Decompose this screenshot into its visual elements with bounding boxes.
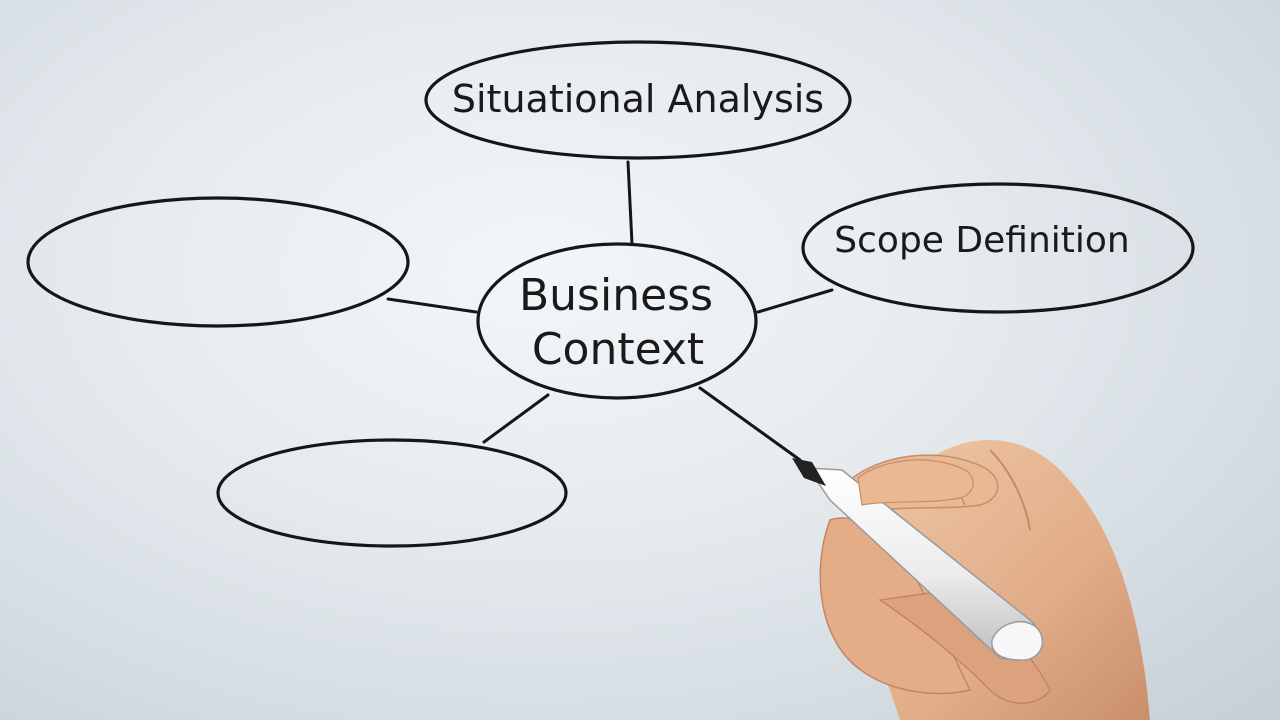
connector-situational — [626, 160, 634, 246]
connector-drawing — [698, 386, 802, 462]
bubble-empty-left — [26, 196, 410, 328]
connector-bottom — [482, 393, 550, 444]
business-context-line2: Context — [532, 324, 704, 375]
connector-left — [386, 297, 478, 314]
business-context-line1: Business — [519, 270, 713, 321]
bubble-empty-bottom — [216, 438, 568, 548]
situational-analysis-label: Situational Analysis — [452, 77, 824, 121]
bubble-business-context — [476, 242, 758, 400]
bubble-situational-analysis — [424, 40, 852, 160]
marker-icon — [792, 458, 1044, 661]
scope-definition-label: Scope Definition — [834, 220, 1129, 261]
bubble-scope-definition — [801, 182, 1195, 314]
thumb-icon — [857, 459, 974, 506]
connector-scope — [756, 288, 834, 314]
